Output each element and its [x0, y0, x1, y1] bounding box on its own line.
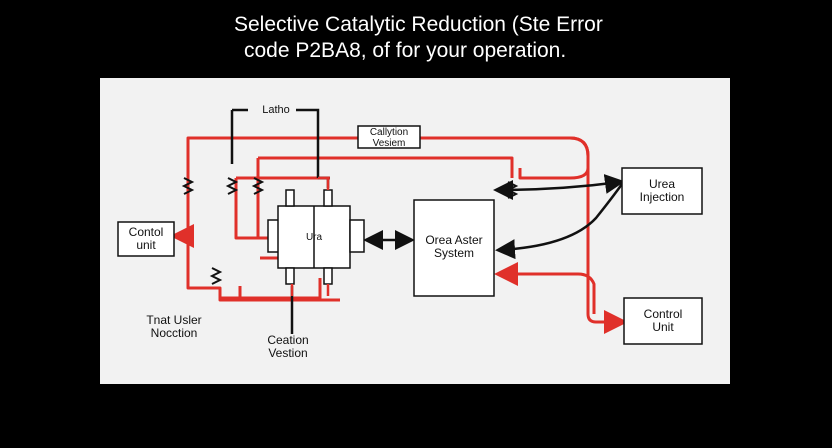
latho-label: Latho — [262, 104, 290, 116]
treat-user-nocction-label: Tnat Usler Nocction — [146, 313, 202, 340]
urea-assembly-system-label: Orea Aster System — [425, 233, 483, 260]
diagram-panel: Latho Callytion Vesiem Ura Orea Aster Sy… — [100, 78, 730, 384]
catalytic-system-box — [357, 125, 421, 149]
black-wire-latho-right-top — [296, 108, 320, 178]
control-unit-right-label: Control Unit — [643, 307, 683, 334]
resistor-icon — [209, 267, 223, 285]
black-wire-curve-injection — [495, 183, 624, 260]
black-wire-urea-right — [493, 174, 625, 200]
ceation-vestion-label: Ceation Vestion — [267, 333, 309, 360]
red-wire-inner — [234, 178, 268, 240]
control-unit-left-box — [117, 221, 175, 257]
catalyst-block — [267, 189, 365, 285]
page-title: Selective Catalytic Reduction (Ste Error… — [200, 12, 640, 64]
catalytic-system-label: Callytion Vesiem — [369, 127, 409, 149]
title-line-1: Selective Catalytic Reduction (Ste Error — [234, 13, 603, 36]
red-wire-outer-loop — [186, 136, 590, 286]
scr-wiring-diagram — [117, 108, 703, 345]
red-wire-to-control-unit — [569, 136, 628, 334]
resistor-icon — [505, 181, 519, 199]
resistor-icon — [181, 177, 195, 195]
control-unit-right-box — [623, 297, 703, 345]
red-wire-system-return — [577, 272, 596, 314]
urea-block-label: Ura — [305, 232, 323, 243]
resistor-icon — [225, 177, 239, 195]
urea-assembly-system-box — [413, 199, 495, 297]
resistor-icon — [251, 177, 265, 195]
urea-injection-label: Urea Injection — [639, 177, 685, 204]
title-line-2: code P2BA8, of for your operation. — [244, 39, 567, 62]
red-wire-bottom-long — [218, 298, 340, 302]
red-wire-mid-top — [258, 156, 514, 178]
control-unit-left-label: Contol unit — [128, 225, 164, 252]
resistor-icons — [181, 177, 519, 285]
urea-injection-box — [621, 167, 703, 215]
